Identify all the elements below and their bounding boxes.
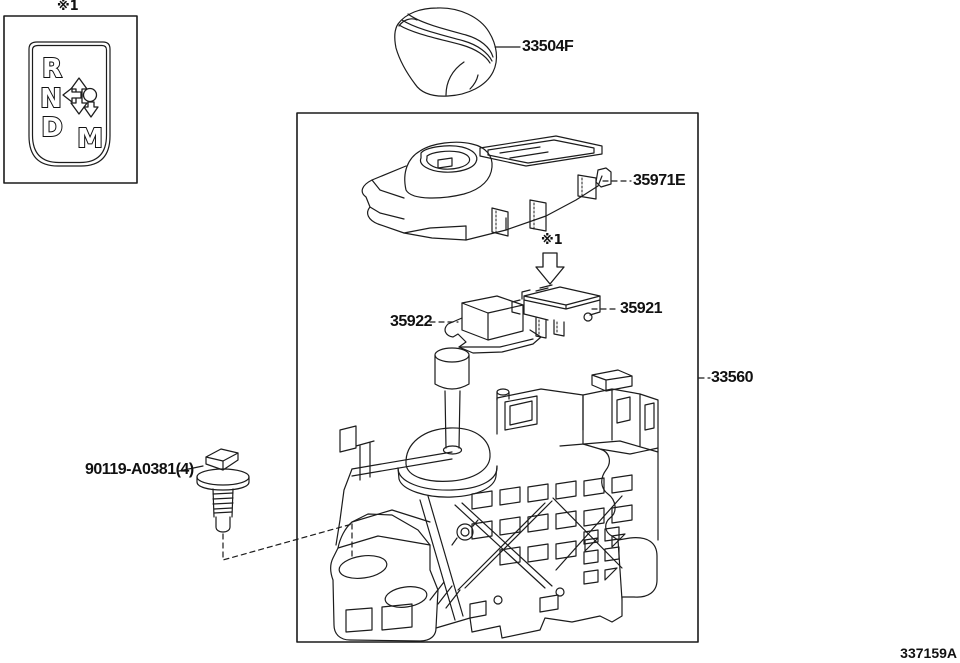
lever-assembly-drawing — [330, 347, 659, 642]
shift-lock-cover-drawing — [511, 284, 601, 339]
shift-lock-plate-drawing — [444, 295, 542, 354]
leader-bolt — [178, 465, 204, 472]
gate-letter-d: D — [41, 113, 63, 143]
part-label-bolt[interactable]: 90119-A0381(4) — [85, 461, 194, 478]
legend-footnote-marker: ※1 — [57, 0, 79, 14]
legend-border — [3, 15, 138, 184]
part-label-shift-lock-left[interactable]: 35922 — [390, 313, 433, 330]
housing-footnote-marker: ※1 — [541, 233, 563, 248]
shift-gate-circle-icon — [82, 87, 98, 103]
shift-gate-arrows-icon — [62, 77, 99, 118]
bolt-drawing — [196, 448, 250, 533]
gate-letter-r: R — [42, 54, 62, 84]
part-label-knob[interactable]: 33504F — [522, 38, 574, 55]
gate-letter-m: M — [77, 124, 103, 154]
shift-pattern-legend-drawing: R N D M — [3, 15, 138, 184]
diagram-code: 337159A — [900, 645, 957, 661]
bolt-alignment-dashed-line — [222, 523, 353, 561]
shift-knob-drawing — [394, 7, 498, 97]
leader-lines — [178, 46, 711, 561]
gate-letter-n: N — [40, 84, 62, 114]
parts-group-box — [296, 112, 699, 643]
reference-down-arrow-icon — [535, 252, 565, 285]
shift-housing-drawing — [361, 135, 612, 241]
part-label-assembly[interactable]: 33560 — [711, 369, 754, 386]
part-label-housing[interactable]: 35971E — [633, 172, 686, 189]
part-label-shift-lock-right[interactable]: 35921 — [620, 300, 663, 317]
